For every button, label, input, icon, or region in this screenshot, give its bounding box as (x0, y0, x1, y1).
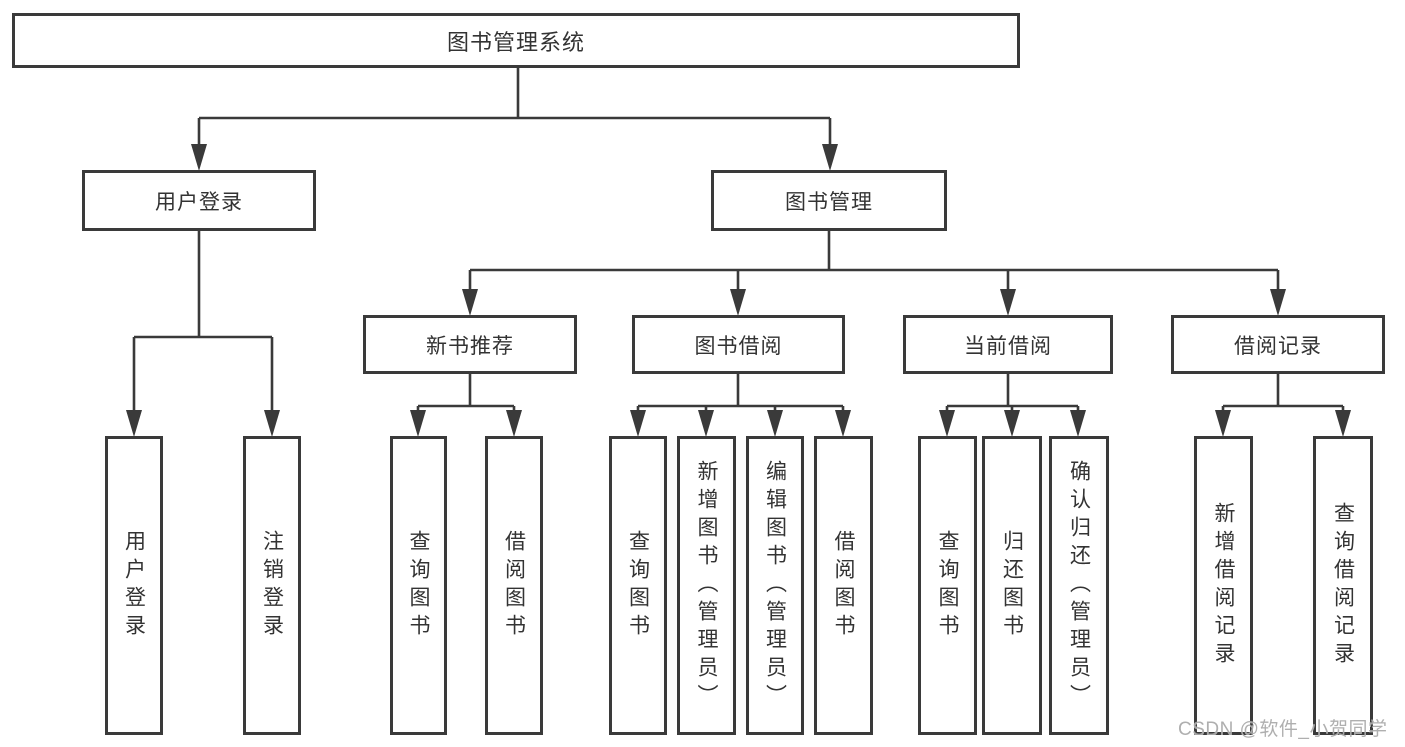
leaf-label: 确认归还（管理员） (1067, 459, 1091, 712)
node-label: 用户登录 (155, 190, 243, 214)
leaf-record-add-record: 新增借阅记录 (1194, 436, 1253, 735)
leaf-logout: 注销登录 (243, 436, 301, 735)
leaf-label: 查询图书 (626, 529, 650, 642)
node-label: 图书管理 (785, 190, 873, 214)
node-label: 图书借阅 (694, 334, 783, 358)
node-label: 新书推荐 (426, 334, 514, 358)
leaf-label: 新增借阅记录 (1212, 501, 1235, 670)
leaf-label: 归还图书 (1000, 529, 1024, 642)
connector-new-book-to-leaves (410, 372, 522, 437)
leaf-label: 编辑图书（管理员） (763, 459, 787, 712)
leaf-newbook-borrow-books: 借阅图书 (485, 436, 543, 735)
leaf-label: 查询图书 (936, 529, 959, 642)
leaf-label: 查询借阅记录 (1331, 501, 1355, 670)
leaf-borrow-borrow-books: 借阅图书 (814, 436, 873, 735)
connector-borrow-record-to-leaves (1215, 372, 1351, 437)
leaf-current-return-books: 归还图书 (982, 436, 1042, 735)
node-label: 借阅记录 (1234, 334, 1322, 358)
node-label: 图书管理系统 (446, 29, 585, 55)
node-user-login: 用户登录 (82, 170, 316, 231)
leaf-newbook-query-books: 查询图书 (390, 436, 447, 735)
leaf-label: 注销登录 (260, 529, 284, 642)
connector-book-borrow-to-leaves (630, 372, 851, 437)
node-system-root: 图书管理系统 (12, 13, 1020, 68)
leaf-borrow-add-books-admin: 新增图书（管理员） (677, 436, 736, 735)
node-new-book-recommend: 新书推荐 (363, 315, 577, 374)
leaf-label: 借阅图书 (832, 529, 855, 642)
leaf-current-confirm-return-admin: 确认归还（管理员） (1049, 436, 1109, 735)
csdn-watermark: CSDN @软件_小贺同学 (1178, 719, 1388, 740)
leaf-user-login: 用户登录 (105, 436, 163, 735)
leaf-label: 查询图书 (407, 529, 430, 642)
node-book-management: 图书管理 (711, 170, 947, 231)
node-borrowing-records: 借阅记录 (1171, 315, 1385, 374)
leaf-borrow-query-books: 查询图书 (609, 436, 667, 735)
connector-user-login-to-leaves (126, 230, 280, 437)
leaf-label: 借阅图书 (502, 529, 526, 642)
leaf-borrow-edit-books-admin: 编辑图书（管理员） (746, 436, 804, 735)
connector-current-borrow-to-leaves (939, 372, 1086, 437)
leaf-label: 用户登录 (122, 529, 146, 642)
node-label: 当前借阅 (964, 334, 1052, 358)
node-book-borrowing: 图书借阅 (632, 315, 845, 374)
node-current-borrowing: 当前借阅 (903, 315, 1113, 374)
leaf-label: 新增图书（管理员） (695, 459, 718, 712)
connector-book-mgmt-to-level3 (462, 230, 1286, 316)
leaf-record-query-record: 查询借阅记录 (1313, 436, 1373, 735)
leaf-current-query-books: 查询图书 (918, 436, 977, 735)
connector-root-to-level2 (191, 66, 838, 171)
